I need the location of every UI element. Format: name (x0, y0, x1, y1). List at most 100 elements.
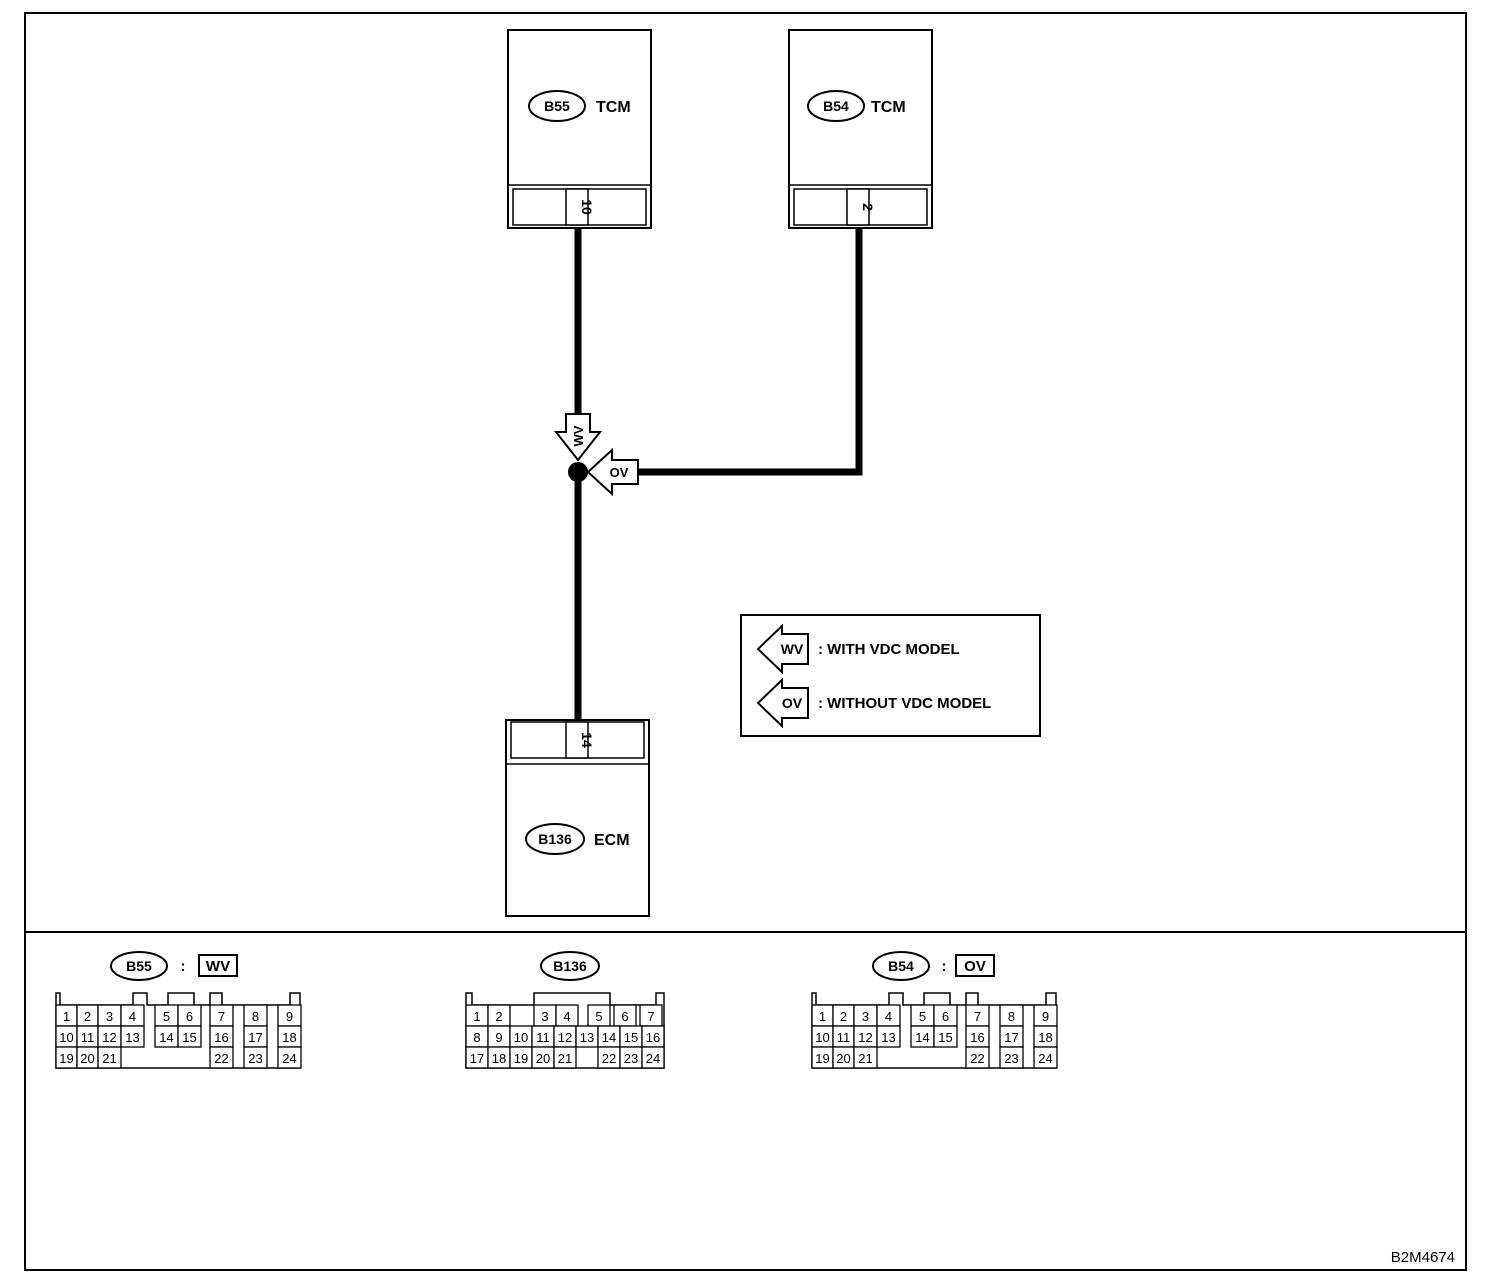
connector-pin-number: 20 (80, 1051, 94, 1066)
connector-pin-number: 18 (1038, 1030, 1052, 1045)
connector-pin-number: 1 (63, 1009, 70, 1024)
connector-pin-number: 24 (282, 1051, 296, 1066)
b54-unit-name: TCM (871, 99, 906, 116)
connector-pin-number: 13 (125, 1030, 139, 1045)
connector-pin-number: 10 (815, 1030, 829, 1045)
b55-pin-label: 10 (579, 199, 595, 215)
connector-pin-cell (641, 1046, 665, 1069)
connector-pin-number: 21 (102, 1051, 116, 1066)
connector-pin-cell (999, 1046, 1024, 1069)
figure-code: B2M4674 (1391, 1249, 1455, 1266)
connector-pin-number: 20 (836, 1051, 850, 1066)
connector-pin-number: 5 (595, 1009, 602, 1024)
connector-pin-number: 3 (862, 1009, 869, 1024)
connector-pin-number: 3 (106, 1009, 113, 1024)
connector-pin-number: 13 (881, 1030, 895, 1045)
connector-pin-number: 6 (942, 1009, 949, 1024)
connector-pin-number: 9 (286, 1009, 293, 1024)
legend-ov-tag: OV (782, 695, 803, 711)
connector-pin-number: 23 (1004, 1051, 1018, 1066)
connector-pin-cell (177, 1025, 202, 1048)
wv-marker-label: WV (571, 425, 586, 446)
connector-pin-number: 22 (970, 1051, 984, 1066)
connector-pin-number: 19 (514, 1051, 528, 1066)
connector-pin-cell (553, 1046, 577, 1069)
harness-wires (574, 228, 863, 720)
connector-pin-number: 19 (815, 1051, 829, 1066)
ov-marker: OV (586, 447, 639, 497)
ov-marker-label: OV (610, 465, 629, 480)
connector-pin-number: 23 (624, 1051, 638, 1066)
b55-connector-id: B55 (126, 958, 152, 974)
connector-pin-number: 5 (163, 1009, 170, 1024)
connector-pin-cell (243, 1046, 268, 1069)
b55-connector-sep: : (181, 958, 186, 975)
connector-pin-number: 14 (159, 1030, 173, 1045)
connector-pin-number: 10 (514, 1030, 528, 1045)
b55-unit-name: TCM (596, 99, 631, 116)
connector-pin-number: 1 (473, 1009, 480, 1024)
connector-pin-cell (853, 1046, 878, 1069)
connector-pin-number: 6 (621, 1009, 628, 1024)
legend-wv-arrow (756, 623, 809, 675)
diagram-frame (24, 12, 1467, 1271)
connector-pin-number: 8 (473, 1030, 480, 1045)
b55-connector-model: WV (206, 958, 230, 975)
connector-pin-number: 20 (536, 1051, 550, 1066)
b54-unit-badge (807, 90, 865, 122)
b54-tcm-unit: B54 TCM 2 (788, 29, 933, 229)
connector-pin-number: 19 (59, 1051, 73, 1066)
connector-pin-number: 18 (492, 1051, 506, 1066)
b55-tcm-unit: B55 TCM 10 (507, 29, 652, 229)
b136-ecm-unit: B136 ECM 14 (505, 719, 650, 917)
b54-connector-sep: : (942, 958, 947, 975)
connector-pin-number: 13 (580, 1030, 594, 1045)
connector-pin-number: 7 (974, 1009, 981, 1024)
connector-pin-number: 11 (837, 1030, 851, 1045)
connector-pin-number: 5 (919, 1009, 926, 1024)
b136-pin-label: 14 (579, 732, 595, 748)
legend-ov-label: : WITHOUT VDC MODEL (818, 695, 991, 712)
b136-unit-name: ECM (594, 832, 630, 849)
connector-pin-cell (1033, 1046, 1058, 1069)
b55-unit-id: B55 (544, 98, 570, 114)
b54-connector-id: B54 (888, 958, 914, 974)
legend-wv-label: : WITH VDC MODEL (818, 641, 960, 658)
wv-marker: WV (553, 413, 603, 462)
connector-pin-cell (209, 1046, 234, 1069)
connector-pin-number: 18 (282, 1030, 296, 1045)
legend-box: WV : WITH VDC MODEL OV : WITHOUT VDC MOD… (740, 614, 1041, 737)
connector-pin-number: 22 (214, 1051, 228, 1066)
connector-pin-number: 14 (602, 1030, 616, 1045)
connector-pin-number: 9 (495, 1030, 502, 1045)
connector-pin-number: 16 (646, 1030, 660, 1045)
connector-pin-cell (965, 1046, 990, 1069)
connector-pin-number: 24 (1038, 1051, 1052, 1066)
connector-pin-number: 17 (1004, 1030, 1018, 1045)
b136-unit-badge (525, 823, 585, 855)
b54-connector-model: OV (964, 958, 986, 975)
connector-pin-number: 15 (624, 1030, 638, 1045)
connector-pin-cell (97, 1046, 122, 1069)
connector-pin-number: 12 (558, 1030, 572, 1045)
b136-connector-id: B136 (553, 958, 587, 974)
connector-pin-number: 9 (1042, 1009, 1049, 1024)
connector-pin-number: 11 (536, 1030, 550, 1045)
connector-pin-number: 4 (563, 1009, 570, 1024)
connector-pin-cell (876, 1025, 901, 1048)
connector-pin-number: 15 (182, 1030, 196, 1045)
connector-pin-number: 8 (252, 1009, 259, 1024)
connector-pin-number: 4 (129, 1009, 136, 1024)
connector-pin-cell (120, 1025, 145, 1048)
connector-pin-number: 12 (102, 1030, 116, 1045)
connector-pin-number: 21 (858, 1051, 872, 1066)
connector-pin-number: 3 (541, 1009, 548, 1024)
connector-pin-number: 2 (840, 1009, 847, 1024)
connector-pin-number: 11 (81, 1030, 95, 1045)
connector-pin-cell (933, 1025, 958, 1048)
b54-pin-label: 2 (860, 203, 876, 211)
